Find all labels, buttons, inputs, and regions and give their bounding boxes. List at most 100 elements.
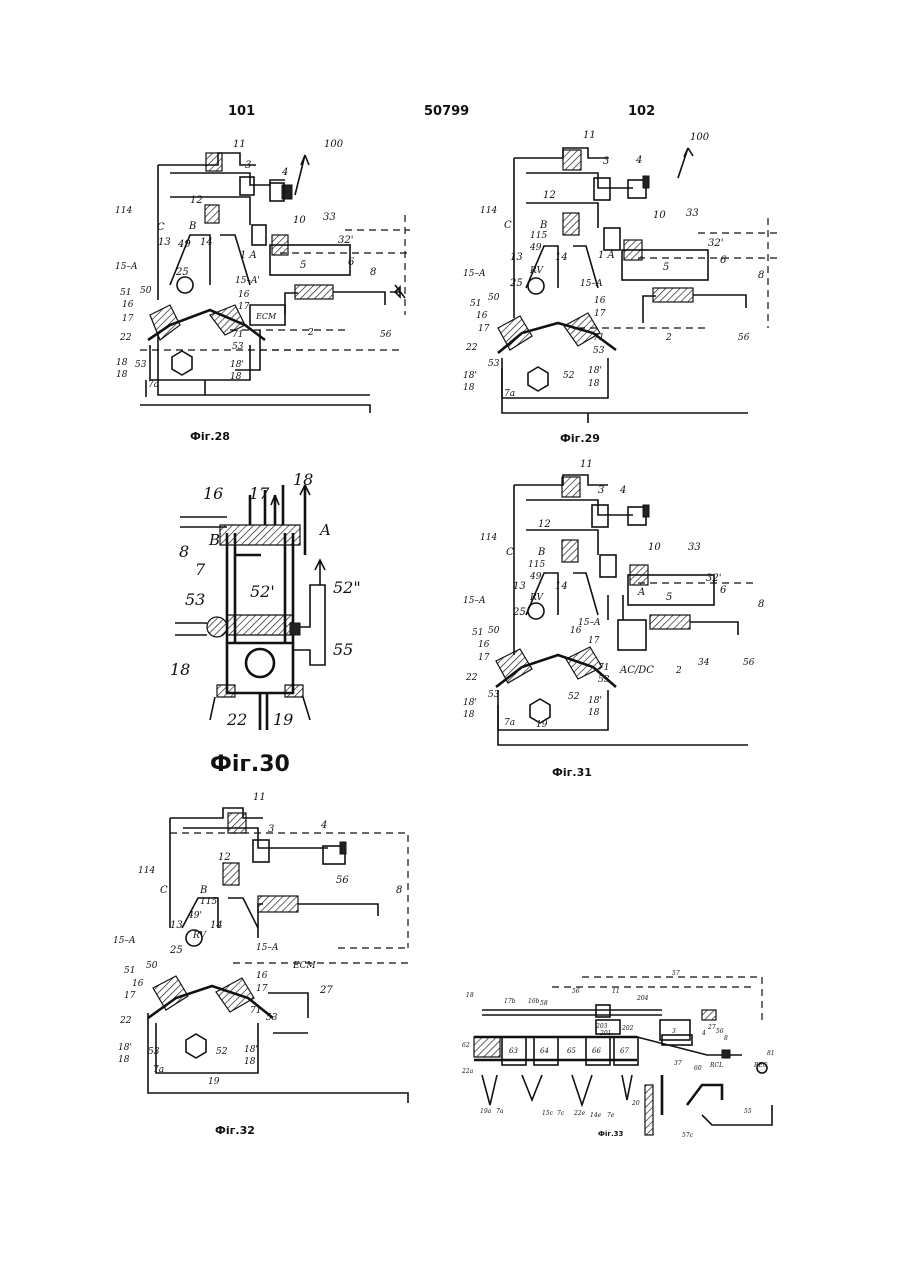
figure-28: 11 100 3 4 12 114 C 10 33 B 13 49 14 32'… — [110, 135, 430, 425]
fig28-label: 17 — [238, 302, 250, 312]
fig33-label: 66 — [592, 1047, 601, 1055]
fig32-label: 4 — [320, 820, 327, 831]
fig32-label: 17 — [256, 984, 268, 994]
page-number-right: 102 — [628, 104, 655, 119]
fig31-label: 56 — [743, 658, 755, 668]
fig33-label: 58 — [540, 1000, 548, 1007]
fig31-label: 52 — [568, 692, 580, 702]
fig31-label: 32' — [706, 573, 721, 584]
fig31-label: 22 — [465, 673, 478, 683]
fig32-label: 3 — [268, 824, 274, 835]
fig29-label: 16 — [476, 311, 488, 321]
fig33-label: 22a — [462, 1068, 474, 1075]
fig28-label: 17 — [122, 314, 134, 324]
fig28-label: 49 — [177, 239, 191, 250]
fig32-label: 50 — [146, 961, 158, 971]
fig29-label: 53 — [488, 359, 500, 369]
fig32-label: 71 — [250, 1006, 261, 1016]
fig28-label: 33 — [323, 212, 336, 223]
fig29-label: 14 — [555, 252, 568, 263]
figure-30: 16 17 18 8 B A 7 53 52' 52" 18 55 22 19 — [165, 465, 375, 735]
fig28-label: 32' — [338, 235, 353, 246]
fig33-label: 18 — [466, 992, 474, 999]
fig29-label: 52 — [563, 371, 575, 381]
fig31-label: 115 — [528, 560, 545, 570]
fig29-label: 18 — [463, 383, 475, 393]
fig29-label: 25 — [509, 278, 523, 289]
figure-32: 11 3 4 12 114 C B 115 49' 13 14 RV 56 8 … — [108, 788, 428, 1118]
fig32-label: 27 — [319, 985, 333, 996]
figure-32-caption: Фіг.32 — [215, 1124, 255, 1137]
fig29-label: 16 — [594, 296, 606, 306]
fig28-label: 15–A — [115, 262, 138, 272]
fig32-label: 8 — [396, 885, 402, 896]
fig28-label: 6 — [348, 257, 355, 268]
fig28-label: 25 — [175, 267, 189, 278]
fig31-label: 17 — [588, 636, 600, 646]
fig29-label: 10 — [653, 210, 666, 221]
fig32-label: 16 — [132, 979, 144, 989]
fig30-label: 16 — [203, 484, 223, 503]
fig31-label: 14 — [555, 581, 568, 592]
fig28-label: 71 — [232, 330, 243, 340]
figure-33-caption: Фіг.33 — [598, 1130, 623, 1138]
fig29-label: 32' — [708, 238, 723, 249]
fig32-label: 53 — [148, 1047, 160, 1057]
fig31-label: 3 — [598, 485, 604, 496]
fig28-label: 100 — [324, 139, 344, 150]
fig32-label: 13 — [170, 920, 183, 931]
fig29-label: 22 — [465, 343, 478, 353]
fig32-label: 14 — [210, 920, 223, 931]
fig33-label: 20 — [631, 1100, 640, 1107]
fig32-label: 53 — [266, 1013, 278, 1023]
fig33-label: 7a — [496, 1108, 504, 1115]
fig32-label: 15–A — [256, 943, 279, 953]
fig28-label: 4 — [281, 167, 288, 178]
fig29-label: 8 — [758, 270, 764, 281]
fig32-label: 15–A — [113, 936, 136, 946]
fig31-label: 15–A — [463, 596, 486, 606]
fig31-label: 13 — [513, 581, 526, 592]
fig30-label: 52' — [250, 582, 275, 601]
fig29-label: 18 — [588, 379, 600, 389]
fig28-label: 50 — [140, 286, 152, 296]
fig33-label: 22e — [573, 1110, 586, 1117]
fig32-label: 115 — [200, 897, 217, 907]
fig29-label: 5 — [663, 262, 669, 273]
fig31-label: 18 — [463, 710, 475, 720]
fig29-label: 18' — [463, 371, 477, 381]
fig29-label: 6 — [720, 255, 727, 266]
fig30-label: 22 — [226, 710, 247, 729]
fig32-label: 18' — [118, 1043, 132, 1053]
fig32-label: 7a — [153, 1065, 164, 1075]
fig29-label: 11 — [583, 130, 596, 141]
fig33-label: REG — [753, 1062, 768, 1069]
fig32-label: 56 — [336, 875, 349, 886]
fig29-label: 13 — [510, 252, 523, 263]
fig32-label: 49' — [187, 911, 202, 921]
fig29-label: RV — [529, 266, 544, 276]
fig33-label: 204 — [636, 995, 649, 1002]
fig28-label: 18 — [116, 358, 128, 368]
fig29-label: 49 — [529, 243, 542, 253]
fig32-label: B — [199, 885, 207, 896]
fig28-label: 13 — [158, 237, 171, 248]
fig32-label: 19 — [208, 1077, 220, 1087]
fig31-label: 25 — [512, 607, 526, 618]
fig30-label: 18 — [293, 470, 313, 489]
fig28-label: 14 — [200, 237, 213, 248]
fig31-label: 33 — [688, 542, 701, 553]
fig31-label: 34 — [698, 658, 710, 668]
fig29-label: 115 — [530, 231, 547, 241]
fig33-label: 63 — [509, 1047, 518, 1055]
fig28-label: 114 — [115, 206, 132, 216]
fig31-label: 49 — [529, 572, 542, 582]
fig33-label: 7e — [607, 1112, 615, 1119]
figure-30-drawing: 16 17 18 8 B A 7 53 52' 52" 18 55 22 19 — [165, 465, 375, 735]
fig31-label: 18' — [463, 698, 477, 708]
fig30-label: A — [318, 521, 331, 539]
fig32-label: 18' — [244, 1045, 258, 1055]
fig28-label: 53 — [135, 360, 147, 370]
fig29-label: 1 A — [598, 250, 615, 261]
fig33-label: 3 — [672, 1028, 676, 1035]
